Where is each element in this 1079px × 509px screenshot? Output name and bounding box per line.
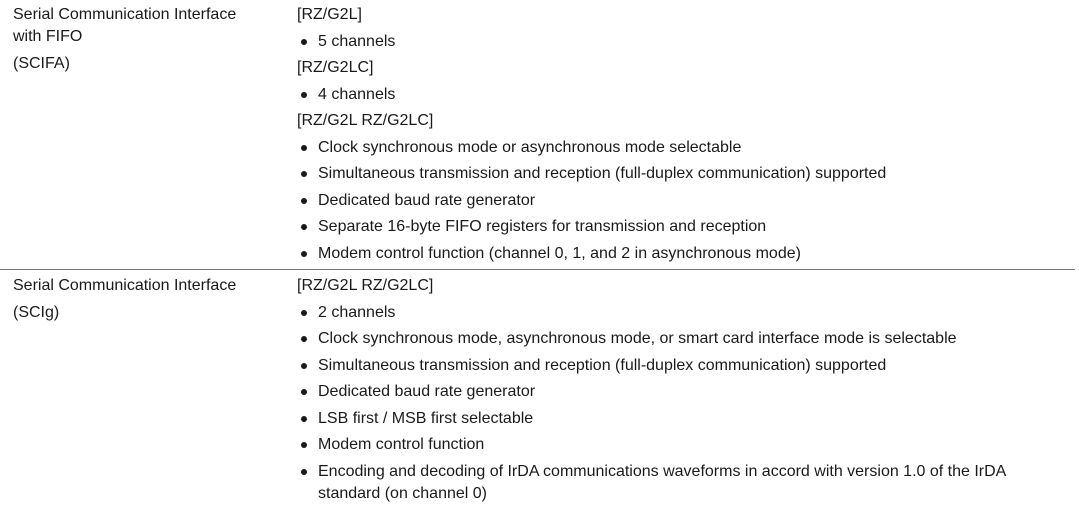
list-item-text: Clock synchronous mode or asynchronous m… — [318, 138, 742, 156]
bullet-icon — [301, 144, 307, 151]
bullet-icon — [301, 468, 307, 475]
module-name-cell: Serial Communication Interface with FIFO… — [13, 4, 288, 75]
group-label: [RZ/G2L RZ/G2LC] — [297, 277, 434, 294]
list-item-text: 4 channels — [318, 85, 396, 103]
list-item-text: Clock synchronous mode, asynchronous mod… — [318, 330, 957, 347]
list-item: Separate 16-byte FIFO registers for tran… — [297, 216, 1067, 243]
bullet-icon — [301, 309, 307, 316]
list-item: Clock synchronous mode, asynchronous mod… — [297, 328, 1067, 355]
group-label: [RZ/G2LC] — [297, 59, 374, 76]
list-item: Dedicated baud rate generator — [297, 190, 1067, 217]
bullet-icon — [301, 197, 307, 204]
list-item: Modem control function — [297, 434, 1067, 461]
bullet-icon — [301, 91, 307, 98]
list-item-text: Dedicated baud rate generator — [318, 383, 536, 400]
list-item: 4 channels — [297, 84, 1067, 111]
list-item-text: LSB first / MSB first selectable — [318, 409, 534, 427]
bullet-icon — [301, 38, 307, 45]
module-name-cell: Serial Communication Interface (SCIg) — [13, 275, 288, 324]
module-name-line: Serial Communication Interface — [13, 6, 237, 23]
list-item: Simultaneous transmission and reception … — [297, 355, 1067, 382]
list-item: Dedicated baud rate generator — [297, 381, 1067, 408]
list-item: Clock synchronous mode or asynchronous m… — [297, 137, 1067, 164]
list-item: Simultaneous transmission and reception … — [297, 163, 1067, 190]
bullet-icon — [301, 250, 307, 257]
description-cell: [RZ/G2L RZ/G2LC] 2 channels Clock synchr… — [297, 275, 1067, 505]
bullet-icon — [301, 389, 307, 395]
list-item: LSB first / MSB first selectable — [297, 408, 1067, 435]
list-item: Modem control function (channel 0, 1, an… — [297, 243, 1067, 270]
list-item-text: 2 channels — [318, 303, 396, 321]
list-item-text: Encoding and decoding of IrDA communicat… — [318, 462, 1006, 502]
module-name-line: with FIFO — [13, 28, 83, 45]
module-abbrev: (SCIFA) — [13, 55, 70, 72]
module-name-line: Serial Communication Interface — [13, 277, 237, 294]
list-item: 5 channels — [297, 31, 1067, 58]
list-item-text: Modem control function (channel 0, 1, an… — [318, 244, 801, 262]
list-item: 2 channels — [297, 302, 1067, 329]
bullet-icon — [301, 362, 307, 369]
list-item-text: Modem control function — [318, 436, 485, 453]
bullet-icon — [301, 442, 307, 448]
list-item-text: Simultaneous transmission and reception … — [318, 165, 887, 182]
group-label: [RZ/G2L RZ/G2LC] — [297, 112, 434, 129]
group-label: [RZ/G2L] — [297, 6, 362, 23]
table-row-scifa: Serial Communication Interface with FIFO… — [13, 4, 1067, 269]
module-abbrev: (SCIg) — [13, 304, 60, 321]
description-cell: [RZ/G2L] 5 channels [RZ/G2LC] 4 channels… — [297, 4, 1067, 269]
list-item: Encoding and decoding of IrDA communicat… — [297, 461, 1067, 505]
bullet-icon — [301, 171, 307, 177]
table-row-scig: Serial Communication Interface (SCIg) [R… — [0, 269, 1075, 509]
list-item-text: Simultaneous transmission and reception … — [318, 356, 887, 374]
list-item-text: Separate 16-byte FIFO registers for tran… — [318, 218, 767, 235]
bullet-icon — [301, 224, 307, 230]
bullet-icon — [301, 415, 307, 422]
list-item-text: 5 channels — [318, 32, 396, 50]
list-item-text: Dedicated baud rate generator — [318, 191, 536, 209]
bullet-icon — [301, 336, 307, 342]
